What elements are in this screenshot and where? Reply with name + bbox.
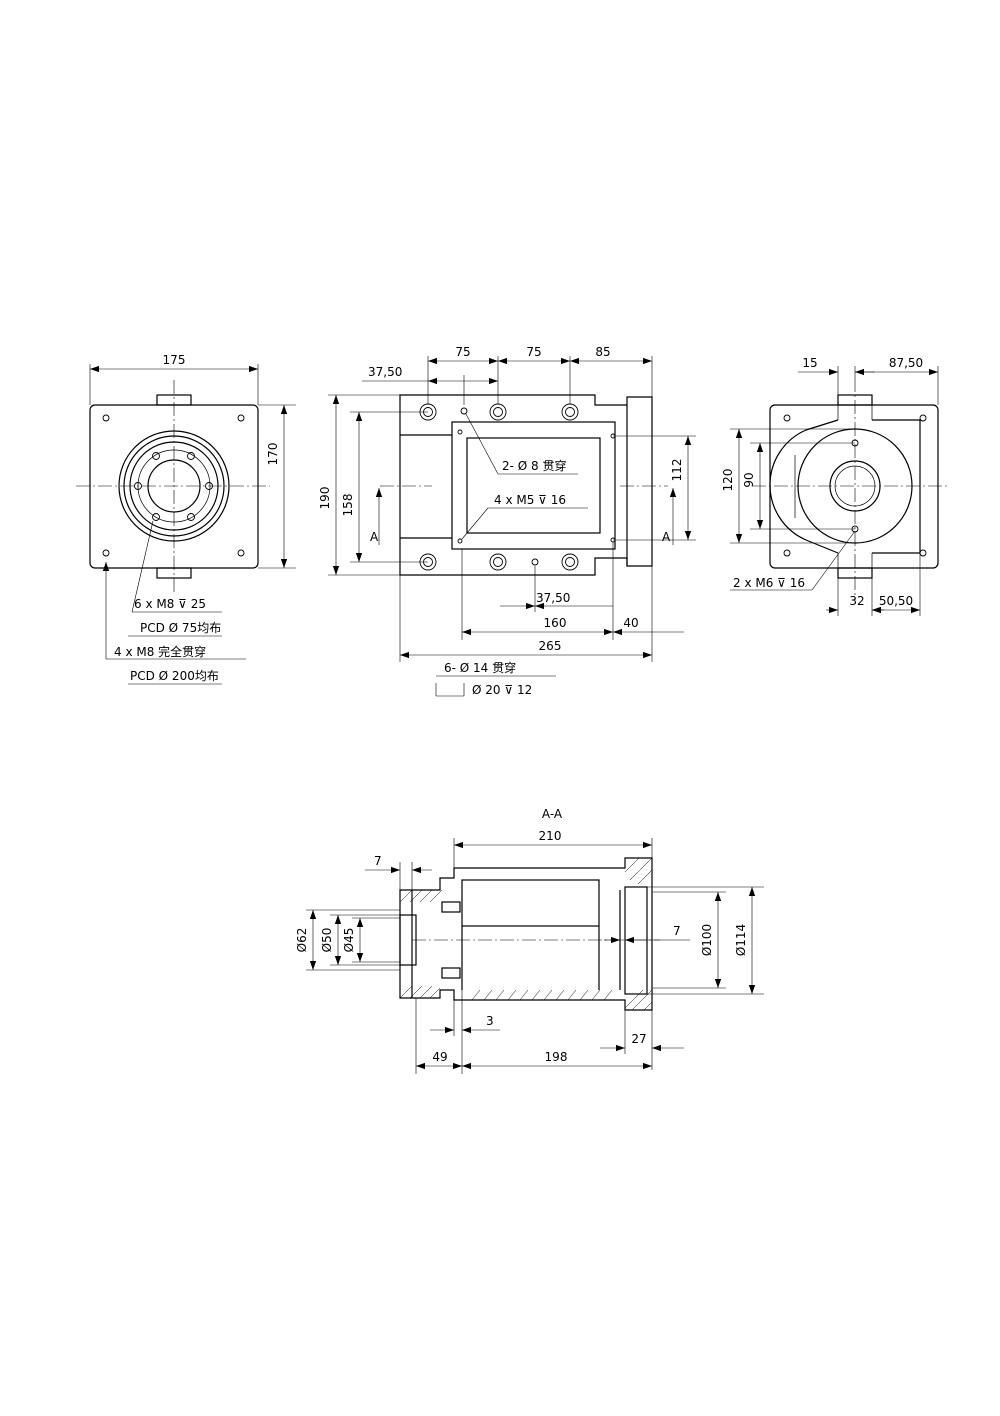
corner-bolt-holes: [102, 414, 245, 557]
dim-27: 27: [631, 1032, 646, 1046]
note-phi14: 6- Ø 14 贯穿: [444, 660, 516, 675]
dim-phi45: Ø45: [342, 928, 356, 953]
dim-7-left: 7: [374, 854, 382, 868]
dim-37-50-b: 37,50: [536, 591, 570, 605]
dim-190: 190: [318, 487, 332, 510]
pcd-bolt-holes: [134, 452, 213, 521]
dim-85: 85: [595, 345, 610, 359]
dim-90: 90: [742, 472, 756, 487]
dim-40: 40: [623, 616, 638, 630]
dim-265: 265: [539, 639, 562, 653]
dim-49: 49: [432, 1050, 447, 1064]
dim-87-50: 87,50: [889, 356, 923, 370]
dim-160: 160: [544, 616, 567, 630]
dim-phi100: Ø100: [700, 924, 714, 956]
top-view: A A 75 75 85 37,50 190 158 112: [318, 345, 696, 697]
note-phi20: Ø 20 ⊽ 12: [472, 683, 532, 697]
dim-120: 120: [721, 469, 735, 492]
note-m8-25: 6 x M8 ⊽ 25: [134, 597, 206, 611]
dim-210: 210: [539, 829, 562, 843]
note-pcd75: PCD Ø 75均布: [140, 621, 221, 635]
hatching: [399, 857, 653, 1011]
section-mark-right: A: [662, 530, 671, 544]
note-phi8: 2- Ø 8 贯穿: [502, 458, 567, 473]
note-pcd200: PCD Ø 200均布: [130, 669, 219, 683]
dim-15: 15: [802, 356, 817, 370]
dim-198: 198: [545, 1050, 568, 1064]
dim-phi50: Ø50: [320, 928, 334, 953]
dim-75-b: 75: [526, 345, 541, 359]
section-title: A-A: [542, 807, 563, 821]
dim-158: 158: [341, 494, 355, 517]
dim-7-right: 7: [673, 924, 681, 938]
section-view: A-A: [295, 807, 764, 1074]
counterbore-holes: [419, 403, 579, 571]
note-m6: 2 x M6 ⊽ 16: [733, 576, 805, 590]
dim-75-a: 75: [455, 345, 470, 359]
front-view: 175 170 6 x M8 ⊽ 25 PCD Ø 75均布 4 x M8 完全…: [76, 353, 296, 685]
dim-50-50: 50,50: [879, 594, 913, 608]
dim-3: 3: [486, 1014, 494, 1028]
dim-170: 170: [266, 443, 280, 466]
section-mark-left: A: [370, 530, 379, 544]
dim-phi62: Ø62: [295, 928, 309, 953]
dim-112: 112: [670, 459, 684, 482]
note-m5: 4 x M5 ⊽ 16: [494, 493, 566, 507]
dim-175: 175: [163, 353, 186, 367]
dim-phi114: Ø114: [734, 924, 748, 956]
side-view: 15 87,50 120 90 32 50,50 2 x M6 ⊽ 16: [721, 356, 950, 616]
dim-37-50: 37,50: [368, 365, 402, 379]
dim-32: 32: [849, 594, 864, 608]
note-m8-through: 4 x M8 完全贯穿: [114, 644, 206, 659]
